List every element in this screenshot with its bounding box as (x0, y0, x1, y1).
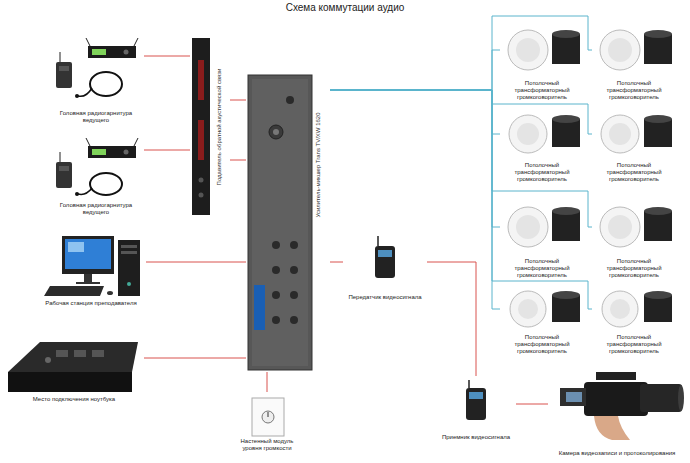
audio-cable (427, 262, 476, 376)
ceiling-speaker: Потолочный трансформаторный громкоговори… (500, 284, 584, 356)
laptop-box-drawing (8, 342, 138, 392)
receiver-drawing (466, 380, 486, 420)
device-label: Потолочный трансформаторный громкоговори… (500, 162, 584, 184)
camera-drawing (560, 372, 684, 440)
device-label: Приемник видеосигнала (436, 434, 516, 441)
device-label: Потолочный трансформаторный громкоговори… (592, 80, 676, 102)
wireless-headset: Головная радиогарнитура ведущего (48, 36, 144, 124)
ceiling-speaker: Потолочный трансформаторный громкоговори… (592, 106, 676, 184)
speaker-line (330, 90, 592, 227)
teacher-workstation: Рабочая станция преподавателя (36, 232, 146, 307)
speaker-line (330, 90, 592, 309)
audio-cable (230, 160, 246, 161)
headset-drawing (56, 38, 138, 98)
audio-cable (516, 404, 548, 405)
video-camera: Камера видеозаписи и протоколирования (548, 360, 686, 457)
video-transmitter: Передатчик видеосигнала (343, 232, 427, 301)
ceiling-speaker: Потолочный трансформаторный громкоговори… (500, 20, 584, 102)
speaker-line (330, 90, 500, 134)
audio-cable (330, 262, 343, 263)
device-label: Настенный модуль уровня громкости (232, 438, 302, 452)
wall-module-drawing (252, 398, 284, 436)
wireless-headset: Головная радиогарнитура ведущего (48, 136, 144, 216)
ceiling-speaker: Потолочный трансформаторный громкоговори… (500, 106, 584, 184)
device-label: Потолочный трансформаторный громкоговори… (592, 258, 676, 280)
video-receiver: Приемник видеосигнала (436, 376, 516, 441)
device-label: Потолочный трансформаторный громкоговори… (500, 334, 584, 356)
audio-cable (267, 372, 268, 392)
headset-drawing (56, 138, 138, 196)
ceiling-speaker: Потолочный трансформаторный громкоговори… (500, 196, 584, 280)
wall-volume-module: Настенный модуль уровня громкости (232, 392, 302, 452)
speaker-line (330, 16, 592, 90)
device-label: Передатчик видеосигнала (343, 294, 427, 301)
speaker-line (330, 50, 500, 90)
device-label: Потолочный трансформаторный громкоговори… (592, 162, 676, 184)
laptop-connection-point: Место подключения ноутбука (4, 338, 144, 403)
transmitter-drawing (375, 236, 395, 278)
device-label-vertical: Усилитель-микшер Trans TV/XW 1620 (315, 113, 321, 218)
ceiling-speaker: Потолочный трансформаторный громкоговори… (592, 196, 676, 280)
device-label: Потолочный трансформаторный громкоговори… (500, 80, 584, 102)
speaker-line (330, 90, 500, 227)
ceiling-speaker: Потолочный трансформаторный громкоговори… (592, 284, 676, 356)
device-label: Камера видеозаписи и протоколирования (548, 450, 686, 457)
device-label: Потолочный трансформаторный громкоговори… (500, 258, 584, 280)
speaker-line (330, 90, 500, 309)
rack-unit-drawing (192, 38, 210, 215)
device-label: Место подключения ноутбука (4, 396, 144, 403)
audio-cable (144, 358, 246, 359)
audio-cable (146, 262, 246, 263)
workstation-drawing (44, 236, 140, 296)
audio-cable (144, 56, 190, 57)
amplifier-drawing (248, 75, 312, 370)
device-label-vertical: Подавитель обратной акустической связи (216, 69, 222, 186)
feedback-suppressor: Подавитель обратной акустической связи (190, 36, 230, 218)
device-label: Потолочный трансформаторный громкоговори… (592, 334, 676, 356)
ceiling-speaker: Потолочный трансформаторный громкоговори… (592, 20, 676, 102)
device-label: Рабочая станция преподавателя (36, 300, 146, 307)
device-label: Головная радиогарнитура ведущего (48, 110, 144, 124)
device-label: Головная радиогарнитура ведущего (48, 202, 144, 216)
audio-cable (144, 150, 190, 151)
mixer-amplifier: Усилитель-микшер Trans TV/XW 1620 (246, 72, 330, 372)
diagram-title: Схема коммутации аудио (0, 2, 690, 13)
audio-cable (230, 100, 246, 101)
